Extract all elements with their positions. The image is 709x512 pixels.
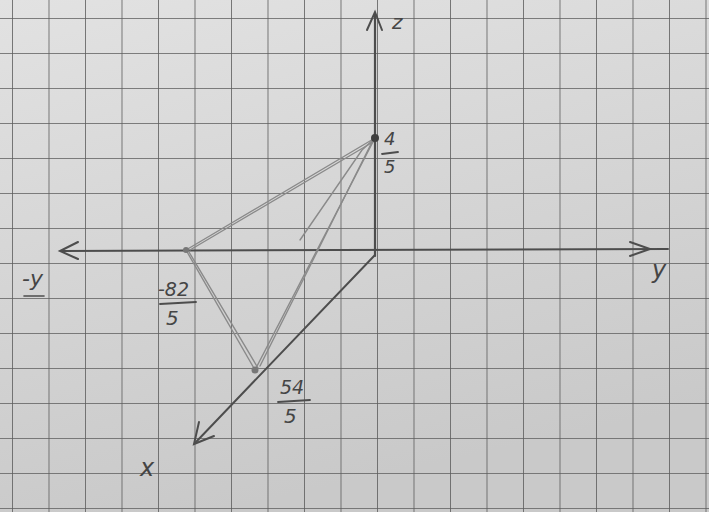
minus-mark bbox=[24, 295, 44, 297]
point bbox=[252, 367, 259, 374]
fraction-bar bbox=[278, 400, 310, 402]
edge-line bbox=[189, 252, 258, 368]
arrow-head bbox=[367, 12, 382, 30]
fraction-numerator: 4 bbox=[384, 130, 395, 148]
triangle bbox=[186, 138, 375, 370]
fraction-denominator: 5 bbox=[166, 308, 179, 328]
fraction-denominator: 5 bbox=[284, 406, 297, 426]
fraction-bar bbox=[382, 152, 398, 154]
axis-name: x bbox=[140, 456, 154, 480]
y-axis bbox=[62, 249, 668, 251]
edge-line bbox=[300, 138, 375, 240]
fraction-denominator: 5 bbox=[384, 158, 395, 176]
axis-name: -y bbox=[22, 268, 43, 290]
fraction-numerator: -82 bbox=[158, 280, 189, 299]
arrow-head bbox=[630, 242, 650, 256]
axis-name: y bbox=[652, 258, 666, 282]
point bbox=[183, 247, 189, 253]
edge-line bbox=[186, 250, 255, 370]
arrow-head bbox=[60, 242, 78, 259]
arrow-head bbox=[194, 422, 214, 444]
fraction-numerator: 54 bbox=[280, 378, 304, 397]
edge-line bbox=[255, 138, 375, 370]
axis-name: z bbox=[392, 12, 403, 32]
edge-line bbox=[260, 142, 372, 366]
fraction-bar bbox=[160, 302, 196, 304]
x-axis bbox=[196, 255, 375, 442]
point bbox=[371, 134, 379, 142]
